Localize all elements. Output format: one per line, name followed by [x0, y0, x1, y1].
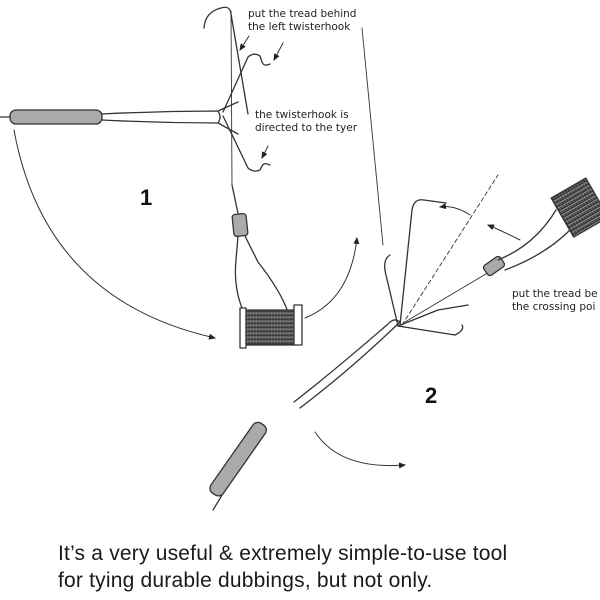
- caption-text: It’s a very useful & extremely simple-to…: [58, 540, 598, 594]
- label-left-twisterhook: put the tread behind the left twisterhoo…: [248, 8, 357, 33]
- step1-bobbin: [231, 184, 303, 349]
- step2-top-hook: [399, 199, 447, 326]
- step1-handle: [9, 109, 103, 125]
- step2-tool: [209, 319, 401, 511]
- step2-rotation-arrow: [314, 431, 406, 469]
- step-number-1: 1: [140, 185, 153, 210]
- step1-top-hook: [203, 6, 249, 115]
- step2-bobbin: [482, 177, 600, 277]
- caption-line-2: for tying durable dubbings, but not only…: [58, 569, 433, 592]
- label-crossing-point: put the tread be the crossing poi: [512, 288, 598, 313]
- step1-thread: [230, 10, 233, 186]
- step1-rotation-arrow: [13, 129, 216, 340]
- step1-tool: [0, 101, 239, 135]
- label-directed-to-tyer: the twisterhook is directed to the tyer: [255, 109, 358, 134]
- step2-thread-guide: [401, 174, 499, 326]
- step-number-2: 2: [425, 383, 438, 408]
- caption-line-1: It’s a very useful & extremely simple-to…: [58, 542, 508, 565]
